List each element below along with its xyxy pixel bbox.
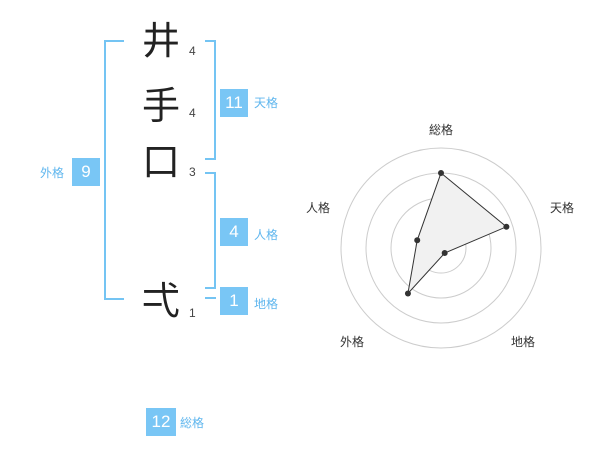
radar-point-1 [438, 170, 444, 176]
stroke-count-2: 4 [189, 106, 196, 120]
radar-point-3 [441, 250, 448, 257]
radar-area [407, 172, 508, 296]
gaikaku-label: 外格 [40, 166, 65, 180]
stroke-count-3: 3 [189, 165, 196, 179]
tenkaku-label: 天格 [254, 96, 279, 110]
stroke-count-1: 4 [189, 44, 196, 58]
radar-points [404, 170, 510, 297]
axis-label-gaikaku: 外格 [340, 334, 364, 349]
tenkaku-value-box: 11 [220, 89, 248, 117]
jinkaku-bracket [205, 172, 216, 289]
soukaku-value-box: 12 [146, 408, 176, 436]
name-char-4: 弌 [142, 279, 181, 323]
radar-point-2 [503, 223, 510, 230]
jinkaku-label: 人格 [254, 228, 279, 242]
chikaku-label: 地格 [254, 297, 279, 311]
axis-label-tenkaku: 天格 [550, 200, 574, 215]
gaikaku-value-box: 9 [72, 158, 100, 186]
jinkaku-value-box: 4 [220, 218, 248, 246]
stroke-count-4: 1 [189, 306, 196, 320]
axis-label-jinkaku: 人格 [306, 200, 330, 215]
gaikaku-bracket [104, 40, 124, 300]
name-char-1: 井 [142, 19, 181, 63]
radar-point-4 [404, 290, 411, 297]
radar-ring [340, 147, 542, 349]
tenkaku-bracket [205, 40, 216, 160]
name-char-3: 口 [142, 140, 181, 184]
soukaku-label: 総格 [180, 416, 205, 430]
chikaku-value-box: 1 [220, 287, 248, 315]
axis-label-chikaku: 地格 [511, 334, 535, 349]
name-char-2: 手 [142, 84, 181, 128]
chikaku-connector [205, 297, 216, 299]
radar-point-5 [414, 237, 421, 244]
axis-label-soukaku: 総格 [429, 122, 453, 137]
